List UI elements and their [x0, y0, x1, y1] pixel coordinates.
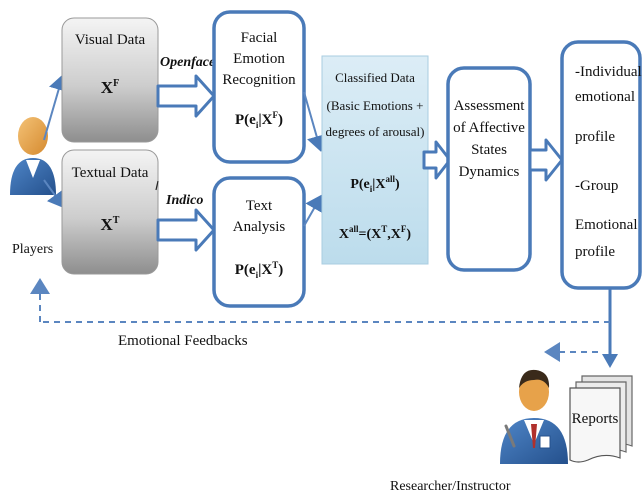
profile-line6: profile: [575, 244, 615, 260]
assessment-line2: of Affective: [453, 120, 525, 136]
assessment-line4: Dynamics: [459, 164, 520, 180]
textual-data-symbol: XT: [101, 215, 120, 234]
text-analysis-box: Text Analysis P(ei|XT): [212, 176, 306, 308]
textual-data-title: Textual Data: [72, 165, 149, 181]
block-arrow-visual: [156, 74, 216, 118]
text-analysis-line1: Text: [246, 198, 273, 214]
players-label: Players: [12, 242, 53, 257]
classified-data-box: Classified Data (Basic Emotions + degree…: [321, 55, 429, 265]
facial-line1: Facial: [241, 30, 278, 46]
visual-data-box: Visual Data XF: [61, 17, 159, 143]
profile-to-reports-arrow: [602, 288, 618, 368]
assessment-box: Assessment of Affective States Dynamics: [446, 66, 532, 272]
classified-line2: (Basic Emotions +: [327, 98, 424, 113]
facial-line2: Emotion: [233, 51, 285, 67]
analysis-connectors: [303, 91, 327, 227]
openface-label: Openface: [160, 55, 215, 70]
facial-emotion-box: Facial Emotion Recognition P(ei|XF): [212, 10, 306, 164]
classified-formula: P(ei|Xall): [350, 174, 400, 194]
assessment-line3: States: [471, 142, 507, 158]
researcher-label: Researcher/Instructor: [390, 479, 511, 494]
profile-line1: -Individual: [575, 64, 642, 80]
researcher-icon: [500, 369, 568, 464]
player-connectors: [43, 74, 69, 209]
textual-data-box: Textual Data XT: [61, 149, 159, 275]
feedback-label: Emotional Feedbacks: [118, 333, 248, 349]
assessment-line1: Assessment: [454, 98, 526, 114]
profile-line2: emotional: [575, 89, 635, 105]
block-arrow-assessment: [528, 138, 564, 182]
classified-line1: Classified Data: [335, 70, 415, 85]
facial-formula: P(ei|XF): [235, 110, 283, 130]
classified-line3: degrees of arousal): [326, 124, 425, 139]
reports-icon: [569, 375, 633, 463]
visual-data-symbol: XF: [101, 78, 119, 97]
feedback-arrow: [30, 278, 610, 323]
classified-equation: Xall=(XT,XF): [339, 224, 412, 242]
text-analysis-formula: P(ei|XT): [235, 260, 284, 280]
profile-box: -Individual emotional profile -Group Emo…: [560, 40, 642, 290]
profile-line3: profile: [575, 129, 615, 145]
reports-label: Reports: [572, 411, 619, 427]
visual-data-title: Visual Data: [75, 32, 146, 48]
tool-indicator-tick: [155, 180, 159, 191]
text-analysis-line2: Analysis: [233, 219, 286, 235]
profile-line4: -Group: [575, 178, 618, 194]
facial-line3: Recognition: [222, 72, 296, 88]
players-icon: [10, 117, 56, 195]
block-arrow-classified: [422, 140, 452, 180]
profile-line5: Emotional: [575, 217, 638, 233]
indico-label: Indico: [165, 193, 203, 208]
block-arrow-textual: [156, 208, 216, 252]
